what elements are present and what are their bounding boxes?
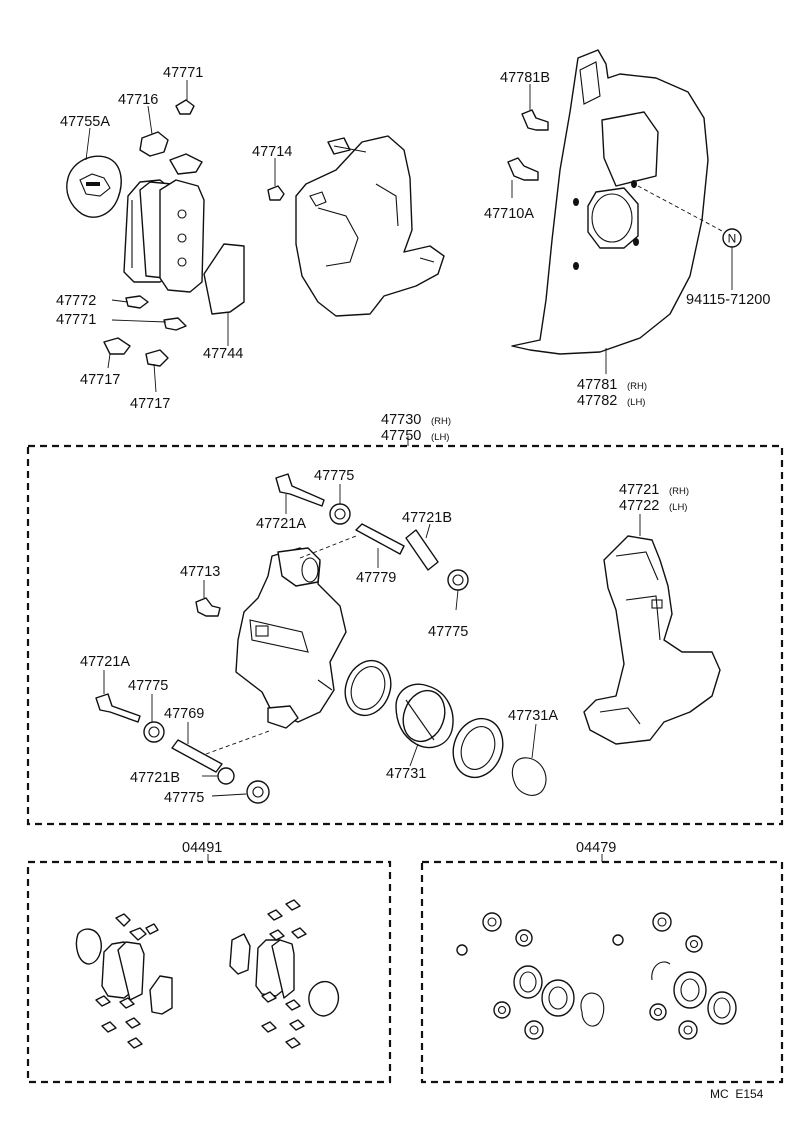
clip-47716 xyxy=(139,131,203,175)
disc-brake-dust-cover xyxy=(511,49,709,355)
label-47781-rh: (RH) xyxy=(627,381,647,392)
kit-04479-box xyxy=(420,860,784,1084)
label-47775-d: 47775 xyxy=(164,790,204,806)
label-47781: 47781 xyxy=(577,377,617,393)
bleeder-plug-47714 xyxy=(267,185,285,201)
bushing-47775-a xyxy=(329,503,351,525)
anti-squeal-shim-2 xyxy=(203,243,245,315)
clip-47772 xyxy=(125,295,149,309)
bushing-47775-b xyxy=(447,569,469,591)
clip-47771-top xyxy=(175,99,195,115)
kit-04479-contents xyxy=(456,912,737,1040)
caliper-assembly-box xyxy=(26,444,784,826)
bolt-47710A xyxy=(507,157,539,181)
label-47722-lh: (LH) xyxy=(669,502,687,513)
label-47716: 47716 xyxy=(118,92,158,108)
clip-47717-b xyxy=(145,349,169,367)
label-47721B-b: 47721B xyxy=(130,770,180,786)
kit-04491-contents xyxy=(75,899,340,1049)
bolt-47721A-lower xyxy=(95,693,141,723)
cylinder-boot xyxy=(452,717,504,779)
label-47750: 47750 xyxy=(381,428,421,444)
label-kit-04479: 04479 xyxy=(576,840,616,856)
bolt-47721A-upper xyxy=(275,473,325,507)
label-47744: 47744 xyxy=(203,346,243,362)
piston xyxy=(395,683,454,749)
marker-N: N xyxy=(722,228,742,248)
label-47710A: 47710A xyxy=(484,206,534,222)
label-47769: 47769 xyxy=(164,706,204,722)
pin-47779 xyxy=(355,523,405,555)
label-47775-b: 47775 xyxy=(428,624,468,640)
sleeve-47721B-b xyxy=(217,767,235,785)
label-47779: 47779 xyxy=(356,570,396,586)
label-47717-b: 47717 xyxy=(130,396,170,412)
label-kit-04491: 04491 xyxy=(182,840,222,856)
piston-seal xyxy=(344,659,392,717)
label-47772: 47772 xyxy=(56,293,96,309)
clip-47771-mid xyxy=(163,317,187,331)
footer-code: MC E154 xyxy=(710,1087,764,1101)
label-47717-a: 47717 xyxy=(80,372,120,388)
label-47750-lh: (LH) xyxy=(431,432,449,443)
bleeder-47713 xyxy=(195,597,221,617)
cylinder-body xyxy=(235,547,347,729)
torque-plate xyxy=(583,535,721,745)
label-47721B-a: 47721B xyxy=(402,510,452,526)
label-47730-rh: (RH) xyxy=(431,416,451,427)
bushing-47775-d xyxy=(246,780,270,804)
label-47713: 47713 xyxy=(180,564,220,580)
label-47782: 47782 xyxy=(577,393,617,409)
clip-47717-a xyxy=(103,337,131,355)
label-47721-rh: (RH) xyxy=(669,486,689,497)
marker-text: N xyxy=(728,232,737,246)
label-47771-mid: 47771 xyxy=(56,312,96,328)
anti-squeal-shim xyxy=(66,155,122,218)
kit-04491-box xyxy=(26,860,392,1084)
label-47771-top: 47771 xyxy=(163,65,203,81)
label-47775-c: 47775 xyxy=(128,678,168,694)
bolt-47781B xyxy=(521,109,549,131)
brake-pad-outer xyxy=(159,179,205,293)
label-94115-71200: 94115-71200 xyxy=(686,292,770,308)
label-47714: 47714 xyxy=(252,144,292,160)
label-47730: 47730 xyxy=(381,412,421,428)
caliper-assembly-top xyxy=(295,135,445,317)
label-47781B: 47781B xyxy=(500,70,550,86)
label-47721A-b: 47721A xyxy=(80,654,130,670)
label-47721: 47721 xyxy=(619,482,659,498)
label-47731A: 47731A xyxy=(508,708,558,724)
bushing-47775-c xyxy=(143,721,165,743)
label-47782-lh: (LH) xyxy=(627,397,645,408)
label-47775-a: 47775 xyxy=(314,468,354,484)
label-47722: 47722 xyxy=(619,498,659,514)
label-47755A: 47755A xyxy=(60,114,110,130)
label-47731: 47731 xyxy=(386,766,426,782)
set-ring xyxy=(511,757,547,796)
pin-47769 xyxy=(171,739,223,773)
label-47721A-a: 47721A xyxy=(256,516,306,532)
sleeve-47721B-a xyxy=(405,529,439,571)
